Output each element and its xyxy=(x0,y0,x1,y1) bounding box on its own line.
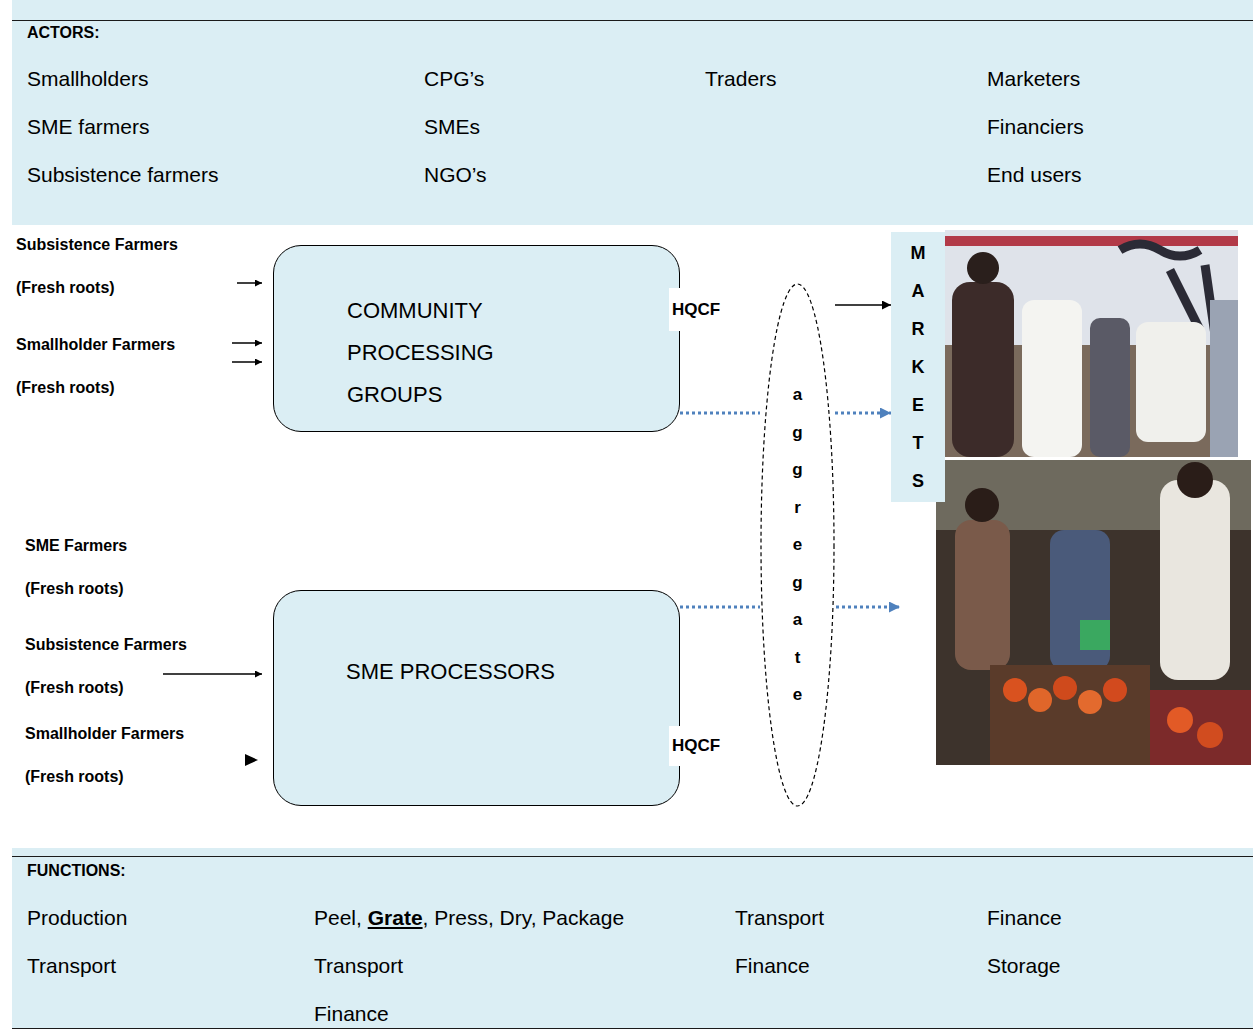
node-label: Transport xyxy=(314,954,403,978)
photo-sign xyxy=(1120,244,1215,335)
photo-produce xyxy=(1078,690,1102,714)
farmer-label: (Fresh roots) xyxy=(25,580,124,598)
photo-wall xyxy=(1210,300,1238,457)
photo-sack xyxy=(1022,300,1082,457)
farmer-label: Smallholder Farmers xyxy=(16,336,175,354)
dotted-connector xyxy=(835,412,891,415)
node-label: SME farmers xyxy=(27,115,150,139)
node-label: Marketers xyxy=(987,67,1080,91)
farmer-label: (Fresh roots) xyxy=(25,768,124,786)
process-box: COMMUNITY PROCESSING GROUPSHQCF xyxy=(273,245,680,432)
market-photo xyxy=(936,460,1251,765)
node-label: SME PROCESSORS xyxy=(346,651,606,693)
section-heading: ACTORS: xyxy=(27,24,100,42)
photo-stall xyxy=(990,665,1150,765)
photo-person xyxy=(965,488,999,522)
photo-produce xyxy=(1028,688,1052,712)
photo-person xyxy=(1050,530,1110,670)
arrow-connector xyxy=(835,304,891,306)
node-label: SMEs xyxy=(424,115,480,139)
dotted-arrow xyxy=(836,606,900,609)
node-label: Peel, Grate, Press, Dry, Package xyxy=(314,906,624,930)
aggregate-ellipse: aggregate xyxy=(760,283,835,807)
band-ground xyxy=(12,0,1253,20)
output-tag: HQCF xyxy=(669,288,723,331)
farmer-label: (Fresh roots) xyxy=(25,679,124,697)
photo-produce xyxy=(1003,678,1027,702)
actors-band: ACTORS: Smallholders CPG’s Traders Marketers… xyxy=(12,20,1253,225)
farmer-label: (Fresh roots) xyxy=(16,279,115,297)
dotted-connector xyxy=(680,606,760,609)
node-label: Transport xyxy=(735,906,824,930)
farmer-label: Subsistence Farmers xyxy=(16,236,178,254)
node-label: Traders xyxy=(705,67,777,91)
text-part: Peel, xyxy=(314,906,368,929)
output-tag: HQCF xyxy=(669,726,723,766)
text-part: , Press, Dry, Package xyxy=(423,906,625,929)
photo-produce xyxy=(1197,722,1223,748)
node-label: Finance xyxy=(987,906,1062,930)
band-ground xyxy=(12,848,1253,856)
photo-person xyxy=(1090,318,1130,457)
node-label: Production xyxy=(27,906,127,930)
farmer-label: Smallholder Farmers xyxy=(25,725,184,743)
photo-ground xyxy=(936,460,1251,765)
node-label: End users xyxy=(987,163,1082,187)
markets-band: MARKETS xyxy=(891,232,945,502)
input-arrow xyxy=(163,673,262,675)
photo-person xyxy=(1177,462,1213,498)
photo-person xyxy=(967,252,999,284)
input-arrow xyxy=(232,342,262,344)
photo-produce xyxy=(1103,678,1127,702)
node-label: Subsistence farmers xyxy=(27,163,218,187)
input-arrowhead xyxy=(245,754,258,766)
input-arrow xyxy=(232,361,262,363)
photo-sack xyxy=(1136,322,1206,442)
dashed-ellipse xyxy=(761,284,834,806)
farmer-label: (Fresh roots) xyxy=(16,379,115,397)
photo-crate xyxy=(1080,620,1110,650)
farmer-label: SME Farmers xyxy=(25,537,127,555)
functions-band: FUNCTIONS: Production Peel, Grate, Press, … xyxy=(12,856,1253,1029)
node-label: Finance xyxy=(314,1002,389,1026)
input-arrow xyxy=(237,282,262,284)
node-label: Smallholders xyxy=(27,67,148,91)
node-label: Financiers xyxy=(987,115,1084,139)
node-label: NGO’s xyxy=(424,163,487,187)
process-box: SME PROCESSORSHQCF xyxy=(273,590,680,806)
photo-person xyxy=(952,282,1014,457)
photo-ground xyxy=(945,230,1238,457)
dotted-connector xyxy=(680,412,760,415)
photo-stall xyxy=(1150,690,1251,765)
vertical-label: MARKETS xyxy=(910,234,926,500)
farmer-label: Subsistence Farmers xyxy=(25,636,187,654)
photo-produce xyxy=(1167,707,1193,733)
market-photo xyxy=(945,230,1238,457)
text-part: Grate xyxy=(368,906,423,929)
node-label: Storage xyxy=(987,954,1061,978)
vertical-label: aggregate xyxy=(791,376,805,714)
node-label: Finance xyxy=(735,954,810,978)
photo-person xyxy=(1160,480,1230,680)
photo-produce xyxy=(1053,676,1077,700)
photo-person xyxy=(955,520,1010,670)
photo-stripe xyxy=(945,236,1238,246)
node-label: Transport xyxy=(27,954,116,978)
node-label: CPG’s xyxy=(424,67,484,91)
section-heading: FUNCTIONS: xyxy=(27,862,126,880)
node-label: COMMUNITY PROCESSING GROUPS xyxy=(347,290,579,416)
